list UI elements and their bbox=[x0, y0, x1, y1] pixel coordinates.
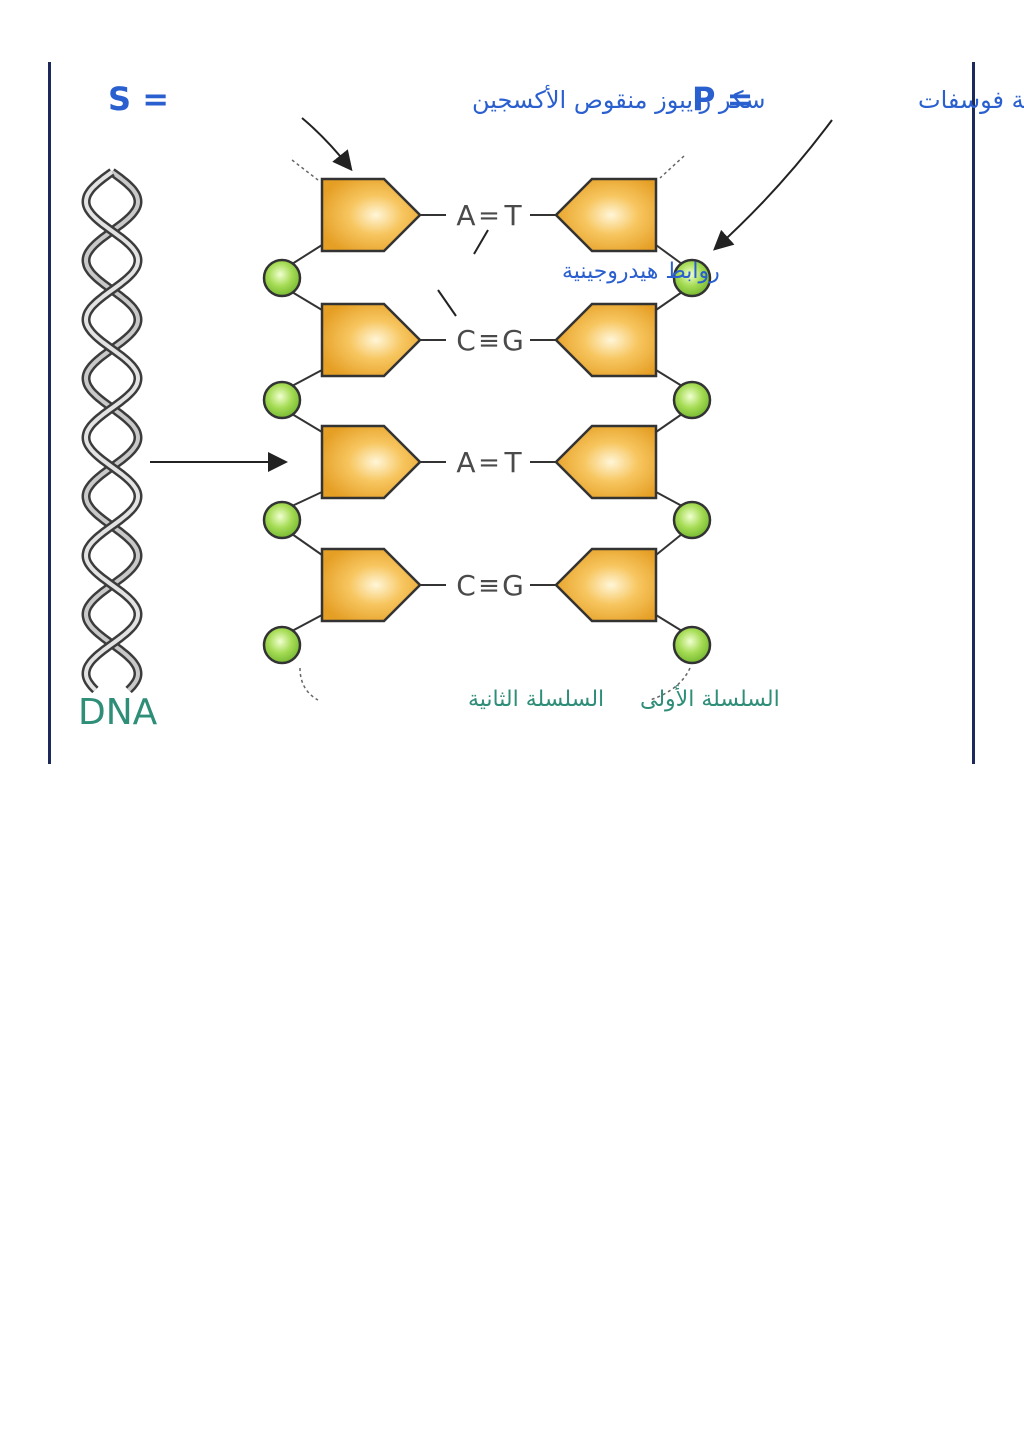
right-backbone-bond bbox=[655, 491, 683, 507]
left-backbone-bond bbox=[291, 369, 323, 387]
left-phosphate-circle bbox=[262, 500, 302, 540]
right-base-letter: T bbox=[503, 446, 522, 479]
dna-label: DNA bbox=[78, 692, 158, 733]
left-backbone-bond bbox=[291, 491, 323, 507]
right-base-letter: G bbox=[502, 569, 524, 602]
right-backbone-bond bbox=[655, 614, 683, 632]
hydrogen-bond-symbol: = bbox=[478, 448, 500, 478]
right-sugar-pentagon bbox=[554, 547, 658, 623]
right-backbone-bond bbox=[655, 291, 683, 311]
hydrogen-bonds-label: روابط هيدروجينية bbox=[562, 259, 720, 284]
first-strand-dashed-lead bbox=[649, 667, 691, 701]
sugar-dashed-lead bbox=[291, 159, 319, 181]
dna-ladder: A=TC≡GA=TC≡G bbox=[262, 177, 712, 665]
hbond-pointer-bottom bbox=[437, 289, 457, 317]
second-strand-dashed-lead bbox=[299, 667, 319, 701]
left-base-letter: A bbox=[456, 446, 475, 479]
phosphate-dashed-lead bbox=[659, 155, 685, 179]
sugar-symbol: S = bbox=[108, 80, 169, 118]
right-backbone-bond bbox=[655, 244, 683, 265]
sugar-label: سكر رايبوز منقوص الأكسجين bbox=[472, 85, 766, 114]
hbond-pointer-top bbox=[473, 229, 489, 255]
left-backbone-bond bbox=[291, 533, 323, 556]
dna-helix-illustration bbox=[81, 168, 143, 694]
left-backbone-bond bbox=[291, 244, 323, 265]
labels: سكر رايبوز منقوص الأكسجين S = مجموعة فوس… bbox=[78, 80, 1024, 733]
right-phosphate-circle bbox=[672, 380, 712, 420]
right-sugar-pentagon bbox=[554, 177, 658, 253]
left-phosphate-circle bbox=[262, 380, 302, 420]
right-phosphate-circle bbox=[672, 258, 712, 298]
left-sugar-pentagon bbox=[320, 177, 422, 253]
right-phosphate-circle bbox=[672, 625, 712, 665]
right-backbone-bond bbox=[655, 369, 683, 387]
helix-strand bbox=[83, 170, 141, 692]
helix-strand bbox=[83, 170, 141, 692]
left-base-letter: A bbox=[456, 199, 475, 232]
right-base-letter: G bbox=[502, 324, 524, 357]
left-backbone-bond bbox=[291, 614, 323, 632]
left-base-letter: C bbox=[456, 569, 476, 602]
left-backbone-bond bbox=[291, 413, 323, 433]
left-sugar-pentagon bbox=[320, 547, 422, 623]
left-sugar-pentagon bbox=[320, 424, 422, 500]
hydrogen-bond-symbol: = bbox=[478, 201, 500, 231]
right-base-letter: T bbox=[503, 199, 522, 232]
phosphate-symbol: P = bbox=[692, 80, 753, 118]
hydrogen-bond-symbol: ≡ bbox=[478, 571, 500, 601]
right-sugar-pentagon bbox=[554, 302, 658, 378]
left-base-letter: C bbox=[456, 324, 476, 357]
phosphate-label: مجموعة فوسفات bbox=[918, 86, 1024, 114]
annotation-arrows bbox=[150, 117, 833, 701]
frame-right-border bbox=[972, 62, 975, 764]
left-backbone-bond bbox=[291, 291, 323, 311]
left-phosphate-circle bbox=[262, 258, 302, 298]
left-sugar-pentagon bbox=[320, 302, 422, 378]
second-strand-label: السلسلة الثانية bbox=[468, 687, 604, 712]
left-phosphate-circle bbox=[262, 625, 302, 665]
phosphate-label-arrow bbox=[713, 119, 833, 251]
frame-left-border bbox=[48, 62, 51, 764]
hydrogen-bond-symbol: ≡ bbox=[478, 326, 500, 356]
right-backbone-bond bbox=[655, 413, 683, 433]
sugar-label-arrow bbox=[301, 117, 353, 172]
right-phosphate-circle bbox=[672, 500, 712, 540]
first-strand-label: السلسلة الأولى bbox=[640, 685, 780, 712]
right-sugar-pentagon bbox=[554, 424, 658, 500]
right-backbone-bond bbox=[655, 533, 683, 556]
